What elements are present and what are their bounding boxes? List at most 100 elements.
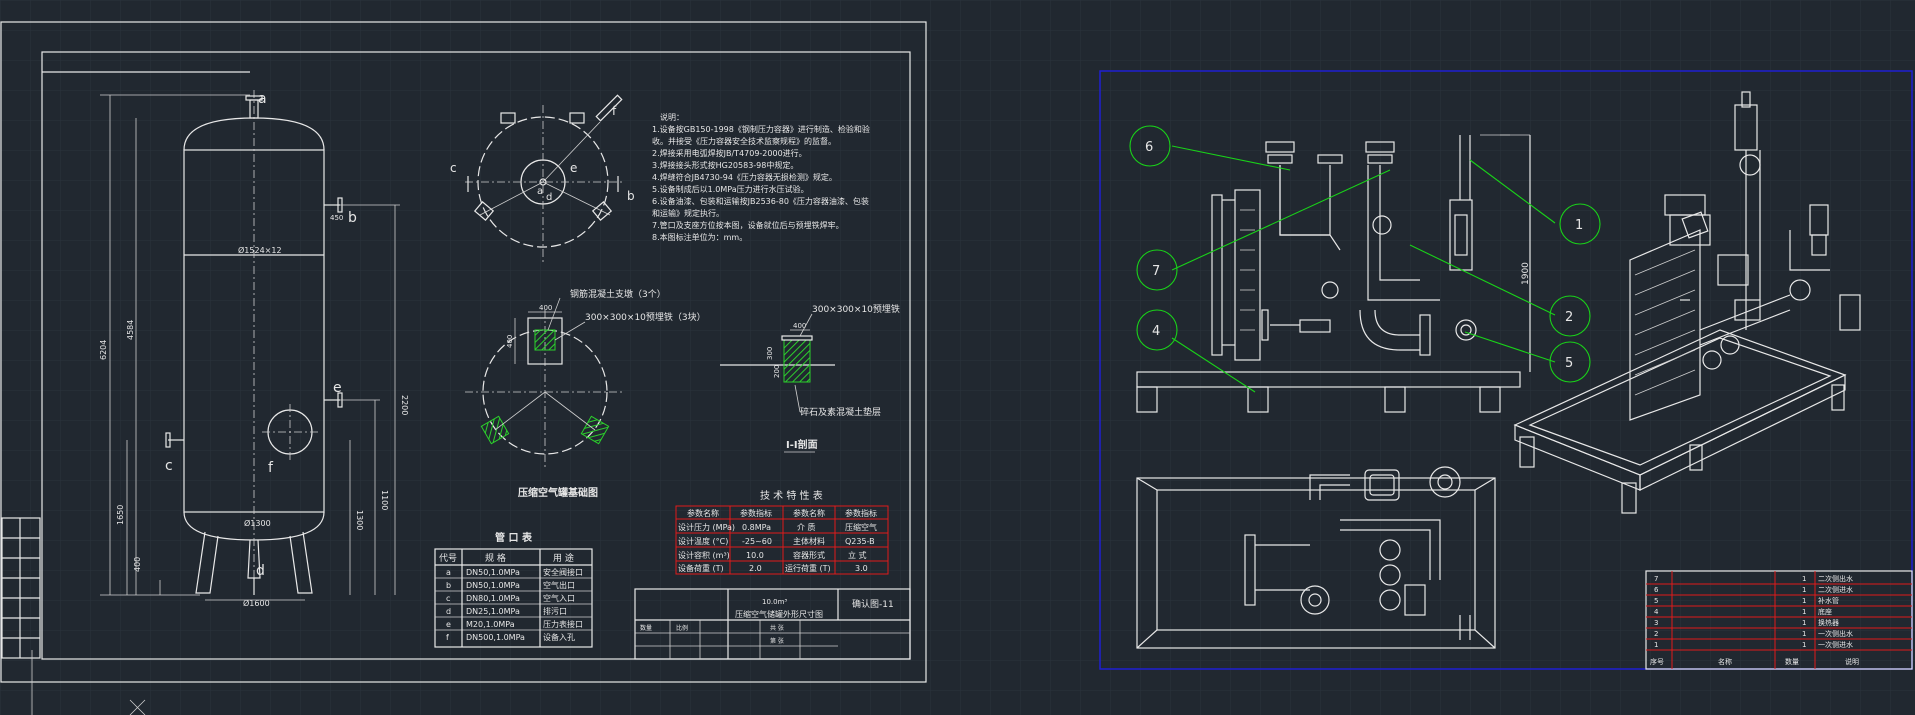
plan-label-f: f (612, 104, 617, 118)
bom-table: 7 1 二次侧出水 6 1 二次侧进水 5 1 补水管 4 1 底座 3 1 换… (1645, 570, 1913, 670)
right-sheet-border (1099, 70, 1913, 670)
balloon-2[interactable] (1549, 295, 1591, 337)
tech-cell: 0.8MPa (742, 523, 771, 532)
nozzle-table: 管 口 表 代号 规 格 用 途 a DN50,1.0MPa 安全阀接口 b D… (434, 531, 593, 648)
nozzle-row-use: 设备入孔 (543, 632, 575, 642)
tech-cell: 设备荷重 (T) (678, 563, 724, 573)
bom-row-no: 7 (1654, 575, 1658, 583)
dim-height-400: 400 (133, 557, 142, 572)
diameter-label: Ø1524×12 (238, 245, 282, 255)
skid-plan-view (1136, 466, 1496, 649)
tech-cell: 容器形式 (793, 550, 825, 560)
right-sheet: 1900 (1099, 70, 1913, 670)
bom-row-qty: 1 (1802, 575, 1806, 583)
bom-row-qty: 1 (1802, 597, 1806, 605)
bom-row-no: 4 (1654, 608, 1659, 616)
nozzle-row-code: d (446, 607, 451, 616)
bom-header: 数量 (1785, 657, 1799, 666)
nozzle-table-title: 管 口 表 (495, 531, 533, 544)
nozzle-label-b: b (348, 210, 357, 226)
vessel-elevation: a b c d e f Ø1524×12 Ø1300 Ø1600 450 620… (99, 90, 409, 608)
nozzle-row-code: c (446, 594, 450, 603)
plan-label-e: e (570, 161, 577, 175)
balloon-7[interactable] (1136, 249, 1178, 291)
bom-row-no: 1 (1654, 641, 1658, 649)
note-line-8: 和运输》规定执行。 (652, 208, 724, 218)
nozzle-row-use: 空气入口 (543, 593, 575, 603)
tech-table-title: 技 术 特 性 表 (760, 489, 823, 502)
tech-header: 参数名称 (793, 508, 825, 518)
dim-shell-height: 4584 (126, 320, 135, 340)
title-volume: 10.0m³ (762, 598, 787, 606)
tech-cell: 设计温度 (°C) (678, 536, 728, 546)
height-dim-1900: 1900 (1521, 262, 1531, 285)
small-dim-450: 450 (330, 214, 343, 222)
left-sheet-inner-border (41, 51, 911, 660)
bom-header: 序号 (1650, 657, 1664, 666)
balloon-6[interactable] (1129, 125, 1171, 167)
nozzle-header-code: 代号 (439, 553, 457, 564)
tech-cell: 3.0 (855, 564, 868, 573)
dim-height-2200: 2200 (400, 395, 409, 415)
bom-header: 说明 (1845, 657, 1859, 666)
balloon-7-label: 7 (1152, 264, 1160, 279)
nozzle-header-use: 用 途 (553, 552, 574, 564)
note-line-5: 4.焊缝符合JB4730-94《压力容器无损检测》规定。 (652, 172, 837, 182)
title-block: 10.0m³ 压缩空气储罐外形尺寸图 确认图-11 数量 比例 共 张 第 张 (634, 588, 911, 660)
nozzle-label-d: d (256, 563, 265, 579)
bom-row-qty: 1 (1802, 608, 1806, 616)
balloon-5[interactable] (1549, 341, 1591, 383)
left-sheet-outer-border (0, 21, 927, 683)
nozzle-row-spec: M20,1.0MPa (466, 620, 515, 629)
note-line-1: 1.设备按GB150-1998《钢制压力容器》进行制造、检验和验 (652, 124, 870, 134)
note-line-2: 收。并接受《压力容器安全技术监察规程》的监督。 (652, 136, 836, 146)
nozzle-row-code: a (446, 568, 451, 577)
note-line-7: 6.设备油漆、包装和运输按JB2536-80《压力容器油漆、包装 (652, 196, 869, 206)
drawing-number: 确认图-11 (852, 598, 894, 610)
bom-row-desc: 二次侧出水 (1818, 574, 1853, 583)
section-dim-400: 400 (793, 322, 806, 330)
bom-row-desc: 底座 (1818, 607, 1832, 616)
balloon-1[interactable] (1559, 203, 1601, 245)
nozzle-row-use: 压力表接口 (543, 619, 583, 629)
nozzle-row-use: 空气出口 (543, 580, 575, 590)
dim-height-1650: 1650 (116, 505, 125, 525)
balloon-4[interactable] (1136, 309, 1178, 351)
tech-header: 参数指标 (845, 508, 877, 518)
balloon-2-label: 2 (1565, 310, 1573, 325)
foundation-section: 400 200 300 300×300×10预埋铁 碎石及素混凝土垫层 I-I剖… (720, 303, 900, 453)
nozzle-label-e: e (333, 380, 342, 396)
note-line-6: 5.设备制成后以1.0MPa压力进行水压试验。 (652, 184, 809, 194)
title-small-label: 比例 (676, 624, 688, 632)
tech-cell: Q235-B (845, 537, 875, 546)
note-line-3: 2.焊接采用电弧焊按JB/T4709-2000进行。 (652, 148, 807, 158)
foundation-plan: 400 400 钢筋混凝土支墩（3个） 300×300×10预埋铁（3块） 压缩… (465, 288, 706, 499)
nozzle-row-code: e (446, 620, 451, 629)
tech-cell: 设计压力 (MPa) (678, 522, 735, 532)
foundation-dim-400a: 400 (539, 304, 552, 312)
tech-cell: 设计容积 (m³) (678, 550, 730, 560)
bom-row-no: 6 (1654, 586, 1659, 594)
section-dim-200: 200 (773, 365, 781, 378)
nozzle-label-a: a (258, 91, 267, 107)
dim-height-1100: 1100 (380, 490, 389, 510)
bom-row-no: 3 (1654, 619, 1658, 627)
bom-header: 名称 (1718, 657, 1732, 666)
bom-row-desc: 一次侧进水 (1818, 640, 1853, 649)
gravel-note: 碎石及素混凝土垫层 (800, 406, 881, 418)
bom-row-qty: 1 (1802, 641, 1806, 649)
dim-height-1300: 1300 (355, 510, 364, 530)
title-small-label: 共 张 (770, 624, 784, 632)
plan-label-a: a (537, 186, 543, 197)
tech-cell: 运行荷重 (T) (785, 563, 831, 573)
design-notes: 说明： 1.设备按GB150-1998《钢制压力容器》进行制造、检验和验 收。并… (652, 112, 870, 242)
tech-cell: 压缩空气 (845, 522, 877, 532)
tech-cell: 介 质 (797, 522, 816, 532)
nozzle-row-code: b (446, 581, 451, 590)
nozzle-header-spec: 规 格 (485, 552, 506, 564)
tech-cell: 立 式 (848, 550, 867, 560)
balloon-4-label: 4 (1152, 324, 1160, 339)
bom-row-qty: 1 (1802, 619, 1806, 627)
bom-row-desc: 换热器 (1818, 618, 1839, 627)
